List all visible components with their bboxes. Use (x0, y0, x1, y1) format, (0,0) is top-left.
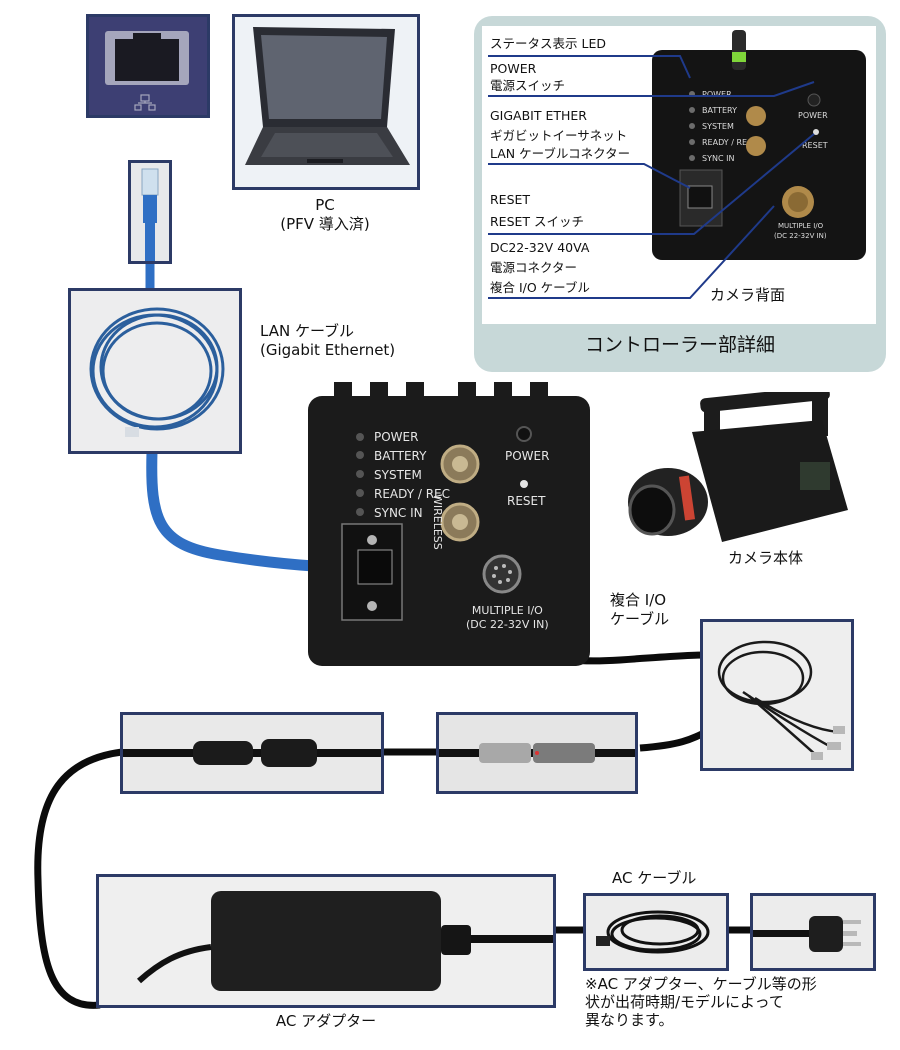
laptop-icon (235, 17, 417, 187)
io-cable-label: 複合 I/O ケーブル (610, 591, 669, 629)
multi-io-line2: (DC 22-32V IN) (466, 618, 549, 631)
camera-led-labels: POWER BATTERY SYSTEM READY / REC SYNC IN (374, 428, 450, 523)
ac-adapter-label: AC アダプター (275, 1012, 377, 1030)
mini-power-text: POWER (798, 111, 828, 120)
multi-io-label: MULTIPLE I/O (DC 22-32V IN) (466, 604, 549, 632)
pc-photo (232, 14, 420, 190)
ac-plug-photo (750, 893, 876, 971)
mini-led-power: POWER (702, 90, 732, 99)
callout-gige-2: ギガビットイーサネット (490, 128, 628, 143)
pc-label: PC (PFV 導入済) (0, 196, 650, 234)
camera-back-photo: POWER BATTERY SYSTEM READY / REC SYNC IN… (652, 30, 866, 260)
led-label-power: POWER (374, 430, 419, 444)
callout-dc-1: DC22-32V 40VA (490, 240, 590, 255)
shape-note: ※AC アダプター、ケーブル等の形 状が出荷時期/モデルによって 異なります。 (585, 975, 817, 1029)
led-label-ready: READY / REC (374, 487, 451, 501)
dc-plug-icon (123, 715, 381, 791)
mini-led-ready: READY / REC (702, 138, 753, 147)
callout-reset-1: RESET (490, 192, 531, 207)
lan-cable-coil-icon (71, 291, 239, 451)
controller-detail-panel: POWER BATTERY SYSTEM READY / REC SYNC IN… (474, 16, 886, 372)
callout-gige-1: GIGABIT ETHER (490, 108, 587, 123)
ac-cable-label: AC ケーブル (612, 869, 697, 887)
camera-back-label: カメラ背面 (710, 286, 786, 304)
callout-gige-3: LAN ケーブルコネクター (490, 146, 631, 161)
mini-multi-io-text: MULTIPLE I/O (778, 222, 824, 230)
lan-cable-label: LAN ケーブル (Gigabit Ethernet) (260, 322, 395, 360)
io-cable-label-line1: 複合 I/O (610, 591, 667, 609)
controller-detail-title: コントローラー部詳細 (584, 334, 775, 356)
pc-subtitle: (PFV 導入済) (280, 214, 370, 233)
dc-plug-photo (120, 712, 384, 794)
ac-cable-coil-icon (586, 896, 726, 968)
callout-reset-2: RESET スイッチ (490, 214, 585, 229)
lemo-connector-photo (436, 712, 638, 794)
reset-button-label: RESET (507, 494, 546, 508)
ac-plug-icon (753, 896, 873, 968)
camera-back-large (308, 382, 590, 666)
camera-body-label: カメラ本体 (728, 549, 804, 567)
note-line1: ※AC アダプター、ケーブル等の形 (585, 975, 817, 993)
lan-plug-photo (128, 160, 172, 264)
lan-cable-photo (68, 288, 242, 454)
io-cable-bundle-photo (700, 619, 854, 771)
ac-adapter-icon (99, 877, 553, 1005)
mini-reset-text: RESET (802, 141, 828, 150)
led-label-battery: BATTERY (374, 449, 427, 463)
pc-title: PC (315, 196, 335, 214)
wireless-label: WIRELESS (431, 494, 444, 550)
callout-dc-3: 複合 I/O ケーブル (490, 280, 590, 295)
callout-power-2: 電源スイッチ (490, 78, 566, 93)
note-line3: 異なります。 (585, 1011, 674, 1029)
power-button-label: POWER (505, 449, 550, 463)
callout-status-led: ステータス表示 LED (490, 36, 606, 51)
mini-led-system: SYSTEM (702, 122, 734, 131)
mini-dc-text: (DC 22-32V IN) (774, 232, 827, 240)
lan-cable-label-line2: (Gigabit Ethernet) (260, 340, 396, 359)
lan-port-photo (86, 14, 210, 118)
lan-plug-icon (131, 163, 169, 261)
ethernet-port-icon (89, 17, 207, 115)
callout-power-1: POWER (490, 61, 537, 76)
io-cable-label-line2: ケーブル (610, 609, 670, 628)
mini-led-sync: SYNC IN (702, 154, 734, 163)
ac-adapter-photo (96, 874, 556, 1008)
dc-cable-loop (34, 748, 123, 1009)
lemo-connector-icon (439, 715, 635, 791)
note-line2: 状が出荷時期/モデルによって (585, 993, 784, 1011)
led-label-sync: SYNC IN (374, 506, 423, 520)
mini-led-battery: BATTERY (702, 106, 737, 115)
callout-dc-2: 電源コネクター (490, 260, 578, 275)
camera-body-photo (628, 392, 848, 542)
led-label-system: SYSTEM (374, 468, 422, 482)
callout-lines (488, 55, 815, 299)
multi-io-line1: MULTIPLE I/O (471, 604, 543, 617)
io-cable-bundle-icon (703, 622, 851, 768)
ac-cable-photo (583, 893, 729, 971)
lan-cable-label-line1: LAN ケーブル (260, 322, 355, 340)
